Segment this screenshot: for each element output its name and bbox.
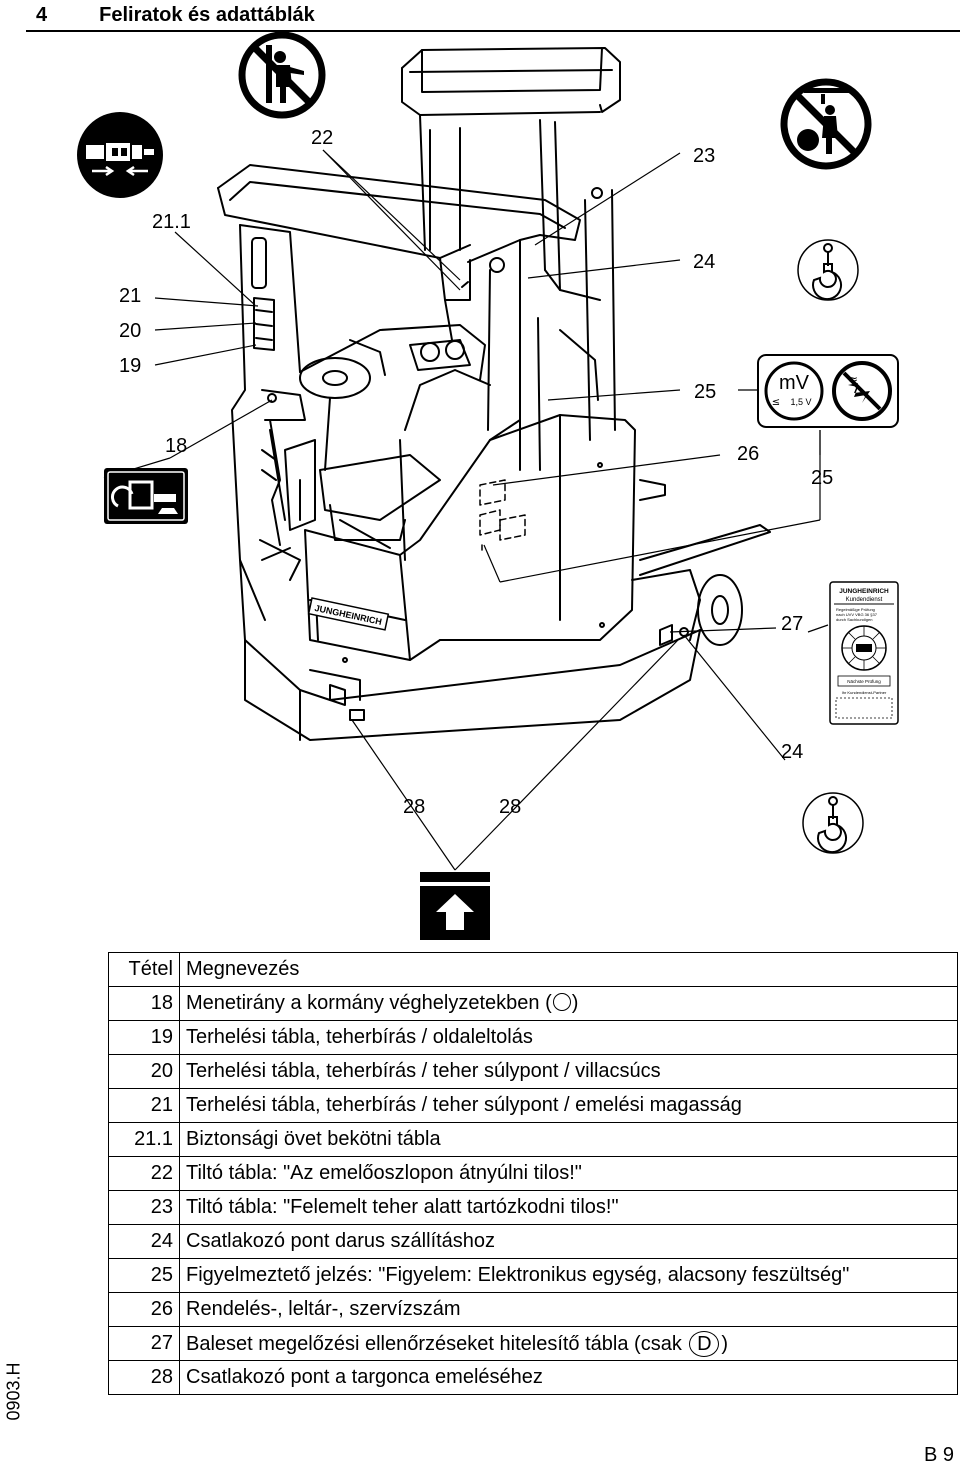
- row-description: Menetirány a kormány véghelyzetekben (): [179, 986, 958, 1021]
- section-title: Feliratok és adattáblák: [99, 3, 315, 26]
- row-number: 28: [108, 1360, 180, 1395]
- callout-22: 22: [311, 127, 334, 149]
- inspection-plate: JUNGHEINRICH Kundendienst Regelmäßige Pr…: [829, 581, 899, 725]
- row-number: 27: [108, 1326, 180, 1361]
- label-description-table: Tétel Megnevezés 18 Menetirány a kormány…: [108, 952, 958, 1395]
- table-row: 21 Terhelési tábla, teherbírás / teher s…: [108, 1088, 958, 1123]
- callout-23: 23: [693, 145, 716, 167]
- truck-brand-plate: JUNGHEINRICH: [307, 597, 390, 631]
- forks-illustration: [631, 479, 771, 646]
- document-code-text: 0903.H: [3, 1362, 24, 1421]
- row-description: Rendelés-, leltár-, szervízszám: [179, 1292, 958, 1327]
- no-standing-under-load-sign: [780, 78, 872, 170]
- row-number: 23: [108, 1190, 180, 1225]
- callout-24-bottom: 24: [781, 741, 804, 763]
- row-number: 24: [108, 1224, 180, 1259]
- body-illustration: [239, 414, 701, 741]
- row-number: 22: [108, 1156, 180, 1191]
- callout-21-1: 21.1: [152, 211, 191, 233]
- row-description: Tiltó tábla: "Felemelt teher alatt tartó…: [179, 1190, 958, 1225]
- callout-19: 19: [119, 355, 142, 377]
- table-row: 26 Rendelés-, leltár-, szervízszám: [108, 1292, 958, 1327]
- row-description: Csatlakozó pont darus szállításhoz: [179, 1224, 958, 1259]
- table-row: 27 Baleset megelőzési ellenőrzéseket hit…: [108, 1326, 958, 1361]
- label-positions-outline: [479, 479, 526, 551]
- table-row: 18 Menetirány a kormány véghelyzetekben …: [108, 986, 958, 1021]
- lifting-point-sign: [420, 872, 490, 940]
- callout-24-top: 24: [693, 251, 716, 273]
- steering-direction-sign: [104, 468, 188, 524]
- truck-labels-figure: JUNGHEINRICH: [0, 31, 960, 950]
- callout-26: 26: [737, 443, 760, 465]
- document-code: 0903.H: [0, 1356, 40, 1426]
- plate-line3: durch Sachkundigen: [836, 617, 872, 622]
- row-number: 19: [108, 1020, 180, 1055]
- seatbelt-sign: [77, 112, 163, 198]
- table-header-description: Megnevezés: [179, 952, 958, 987]
- callout-28-left: 28: [403, 796, 426, 818]
- mast-illustration: [401, 47, 621, 471]
- svg-text:≤: ≤: [772, 397, 780, 408]
- table-header-row: Tétel Megnevezés: [108, 952, 958, 987]
- circle-symbol-icon: [552, 993, 571, 1011]
- header-divider: [26, 30, 960, 32]
- table-row: 22 Tiltó tábla: "Az emelőoszlopon átnyúl…: [108, 1156, 958, 1191]
- no-reaching-sign: [238, 31, 326, 119]
- section-number: 4: [36, 3, 48, 26]
- electronics-warning-sign: mV 1,5 V ≤ ≈: [757, 354, 899, 428]
- table-row: 20 Terhelési tábla, teherbírás / teher s…: [108, 1054, 958, 1089]
- callout-21: 21: [119, 285, 142, 307]
- svg-text:≈: ≈: [848, 372, 858, 386]
- callout-28-right: 28: [499, 796, 522, 818]
- row-number: 25: [108, 1258, 180, 1293]
- table-row: 23 Tiltó tábla: "Felemelt teher alatt ta…: [108, 1190, 958, 1225]
- voltage-value-text: 1,5 V: [790, 397, 811, 407]
- table-row: 28 Csatlakozó pont a targonca emeléséhez: [108, 1360, 958, 1395]
- table-row: 25 Figyelmeztető jelzés: "Figyelem: Elek…: [108, 1258, 958, 1293]
- row-number: 21: [108, 1088, 180, 1123]
- table-row: 24 Csatlakozó pont darus szállításhoz: [108, 1224, 958, 1259]
- voltage-unit-text: mV: [779, 372, 810, 394]
- callout-20: 20: [119, 320, 142, 342]
- callout-25-right: 25: [811, 467, 834, 489]
- callout-25-left: 25: [694, 381, 717, 403]
- row-description: Figyelmeztető jelzés: "Figyelem: Elektro…: [179, 1258, 958, 1293]
- page-number: B 9: [923, 1444, 954, 1466]
- truck-illustration: JUNGHEINRICH: [77, 31, 899, 940]
- overhead-guard-illustration: [217, 164, 581, 441]
- cabin-illustration: [231, 224, 491, 621]
- row-description: Baleset megelőzési ellenőrzéseket hitele…: [179, 1326, 958, 1361]
- table-row: 21.1 Biztonsági övet bekötni tábla: [108, 1122, 958, 1157]
- crane-hook-icon: [797, 239, 859, 301]
- row-number: 26: [108, 1292, 180, 1327]
- row-number: 20: [108, 1054, 180, 1089]
- callout-18: 18: [165, 435, 188, 457]
- row-description: Csatlakozó pont a targonca emeléséhez: [179, 1360, 958, 1395]
- callout-27: 27: [781, 613, 804, 635]
- row-description: Tiltó tábla: "Az emelőoszlopon átnyúlni …: [179, 1156, 958, 1191]
- page-header: 4 Feliratok és adattáblák: [36, 0, 315, 30]
- crane-hook-icon: [802, 792, 864, 854]
- plate-line1: Regelmäßige Prüfung: [836, 607, 875, 612]
- row-number: 18: [108, 986, 180, 1021]
- plate-brand: JUNGHEINRICH: [839, 588, 889, 595]
- row-description: Biztonsági övet bekötni tábla: [179, 1122, 958, 1157]
- plate-subtitle: Kundendienst: [846, 597, 883, 603]
- row-description: Terhelési tábla, teherbírás / oldaleltol…: [179, 1020, 958, 1055]
- plate-line2: nach UVV VBG 36 §37: [836, 612, 878, 617]
- row-number: 21.1: [108, 1122, 180, 1157]
- leader-lines: [103, 149, 829, 871]
- plate-next-check: Nächste Prüfung: [847, 679, 881, 684]
- table-header-item: Tétel: [108, 952, 180, 987]
- country-code-badge: D: [689, 1330, 720, 1357]
- row-description: Terhelési tábla, teherbírás / teher súly…: [179, 1088, 958, 1123]
- table-row: 19 Terhelési tábla, teherbírás / oldalel…: [108, 1020, 958, 1055]
- plate-partner: Ihr Kundendienst-Partner: [842, 690, 887, 695]
- row-description: Terhelési tábla, teherbírás / teher súly…: [179, 1054, 958, 1089]
